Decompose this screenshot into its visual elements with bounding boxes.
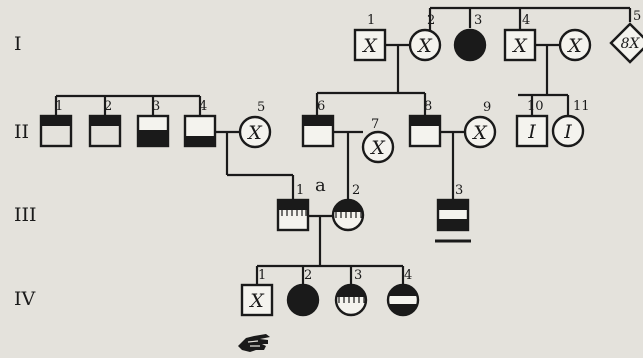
- individual-number: 4: [199, 99, 207, 114]
- individual-IV-2: 2: [286, 268, 320, 317]
- individual-II-9: X 9: [463, 100, 497, 149]
- individual-mark: X: [248, 290, 265, 312]
- individual-II-7: X 7: [361, 117, 395, 164]
- individual-I-spouse: X: [558, 28, 592, 62]
- individual-mark: X: [471, 122, 488, 144]
- individual-I-2: X 2: [408, 13, 442, 62]
- individual-number: 3: [455, 183, 463, 198]
- individual-number: 1: [258, 268, 266, 283]
- individual-I-3: 3: [453, 13, 487, 62]
- individual-mark: X: [246, 122, 263, 144]
- individual-mark: I: [563, 121, 572, 143]
- individual-number: 11: [573, 99, 590, 114]
- individual-I-5: 8X 5: [609, 9, 643, 64]
- pedigree-lines: [54, 6, 632, 285]
- generation-label-II: II: [14, 121, 29, 143]
- individual-number: 3: [474, 13, 482, 28]
- individual-number: 5: [633, 9, 641, 24]
- individual-II-3: 3: [136, 99, 170, 148]
- individual-II-10: I 10: [515, 99, 549, 148]
- individual-II-1: 1: [39, 99, 73, 148]
- individual-number: 1: [367, 13, 375, 28]
- individual-III-1: 1: [276, 183, 310, 232]
- individual-mark: I: [527, 121, 536, 143]
- individual-number: 10: [527, 99, 544, 114]
- individual-IV-4: 4: [386, 268, 420, 317]
- individual-mark: X: [416, 35, 433, 57]
- individual-number: 2: [304, 268, 312, 283]
- individual-mark: 8X: [621, 36, 641, 52]
- individual-number: 8: [424, 99, 432, 114]
- individual-II-5: X 5: [238, 100, 272, 149]
- individual-number: 2: [352, 183, 360, 198]
- individual-II-4: 4: [183, 99, 217, 148]
- generation-label-III: III: [14, 204, 37, 226]
- individual-IV-1: X 1: [240, 268, 274, 317]
- individual-number: 9: [483, 100, 491, 115]
- individual-number: 4: [522, 13, 530, 28]
- individual-mark: X: [369, 137, 386, 159]
- individual-number: 1: [296, 183, 304, 198]
- pointing-hand-icon: [238, 334, 270, 352]
- individual-IV-3: 3: [334, 268, 368, 317]
- individual-III-2: 2: [331, 183, 365, 232]
- individual-number: 6: [317, 99, 325, 114]
- individual-mark: X: [511, 35, 528, 57]
- generation-label-I: I: [14, 33, 22, 55]
- individual-mark: X: [361, 35, 378, 57]
- individual-number: 1: [55, 99, 63, 114]
- individual-number: 5: [257, 100, 265, 115]
- individual-number: 2: [427, 13, 435, 28]
- individual-number: 3: [354, 268, 362, 283]
- individual-number: 2: [104, 99, 112, 114]
- individual-I-4: X 4: [503, 13, 537, 62]
- couple-marker: a: [315, 175, 326, 196]
- individual-II-11: I 11: [551, 99, 590, 148]
- individual-II-8: 8: [408, 99, 442, 148]
- individual-number: 7: [371, 117, 379, 132]
- individual-number: 4: [404, 268, 412, 283]
- individual-II-6: 6: [301, 99, 335, 148]
- individual-III-3: 3: [435, 183, 471, 243]
- individual-number: 3: [152, 99, 160, 114]
- individual-I-1: X 1: [353, 13, 387, 62]
- generation-label-IV: IV: [14, 288, 36, 310]
- individual-mark: X: [566, 35, 583, 57]
- individual-II-2: 2: [88, 99, 122, 148]
